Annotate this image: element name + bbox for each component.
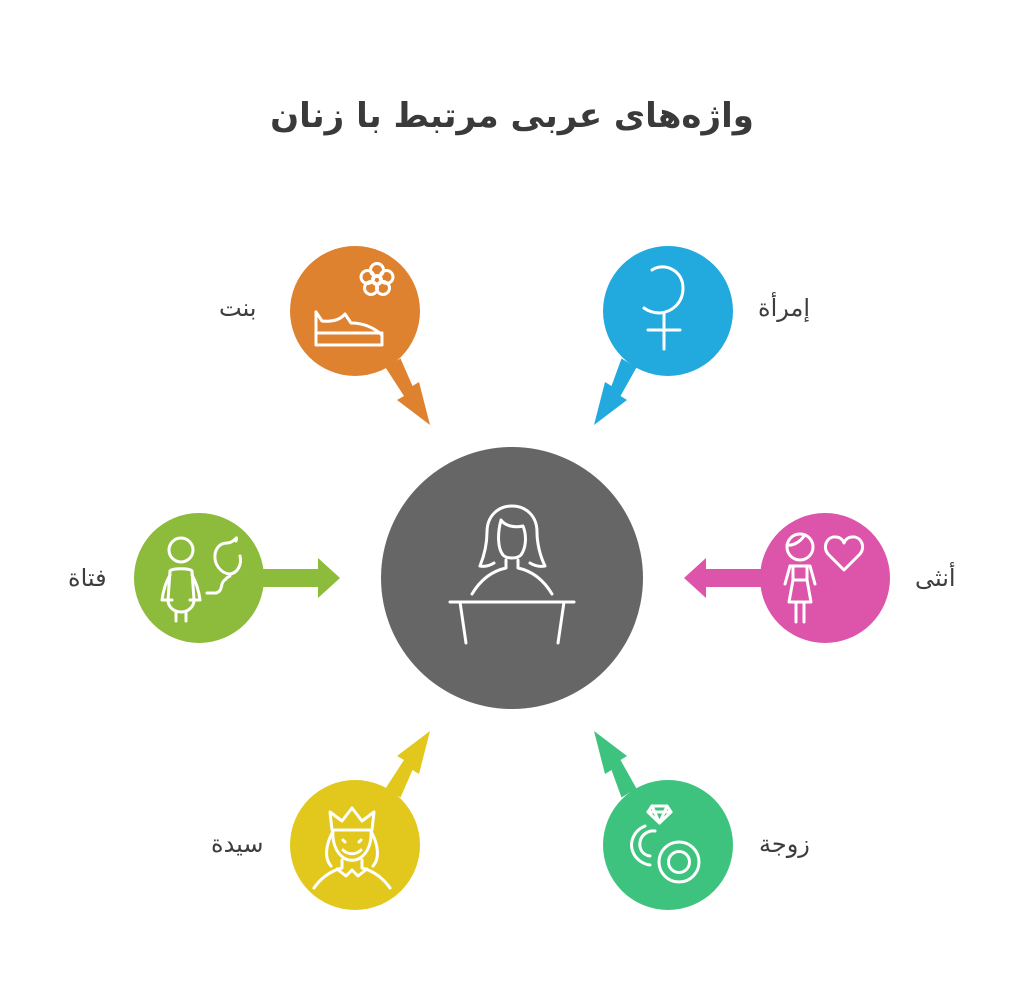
center-circle	[381, 447, 643, 709]
page-title: واژه‌های عربی مرتبط با زنان	[270, 96, 754, 136]
queen-icon	[312, 806, 392, 890]
connector-fatat	[259, 558, 340, 598]
label-bint: بنت	[219, 294, 257, 322]
label-fatat: فتاة	[68, 564, 107, 592]
node-zawja	[603, 780, 733, 910]
girl-with-heart-icon	[783, 532, 865, 624]
flower-and-shoe-icon	[314, 262, 395, 347]
woman-at-podium-icon	[448, 504, 576, 645]
center-node	[381, 447, 643, 709]
node-sayyida	[290, 780, 420, 910]
node-untha-circle	[760, 513, 890, 643]
node-bint-circle	[290, 246, 420, 376]
connector-imraa-shaft	[594, 358, 637, 425]
label-sayyida: سيدة	[211, 830, 264, 858]
connector-zawja-shaft	[594, 731, 637, 798]
connector-untha-shaft	[684, 558, 765, 598]
connector-sayyida	[385, 731, 430, 798]
node-fatat	[134, 513, 264, 643]
connector-sayyida-shaft	[385, 731, 430, 798]
label-imraa: إمرأة	[758, 294, 811, 322]
node-untha	[760, 513, 890, 643]
wedding-rings-icon	[630, 804, 701, 884]
node-bint	[290, 246, 420, 376]
girl-with-balloon-icon	[160, 536, 242, 623]
connector-fatat-shaft	[259, 558, 340, 598]
node-sayyida-circle	[290, 780, 420, 910]
connector-untha	[684, 558, 765, 598]
connector-imraa	[594, 358, 637, 425]
connector-zawja	[594, 731, 637, 798]
connector-bint	[385, 358, 430, 425]
female-symbol-icon	[642, 265, 685, 351]
node-fatat-circle	[134, 513, 264, 643]
connector-bint-shaft	[385, 358, 430, 425]
node-imraa	[603, 246, 733, 376]
label-untha: أنثى	[915, 564, 956, 592]
label-zawja: زوجة	[759, 830, 810, 858]
